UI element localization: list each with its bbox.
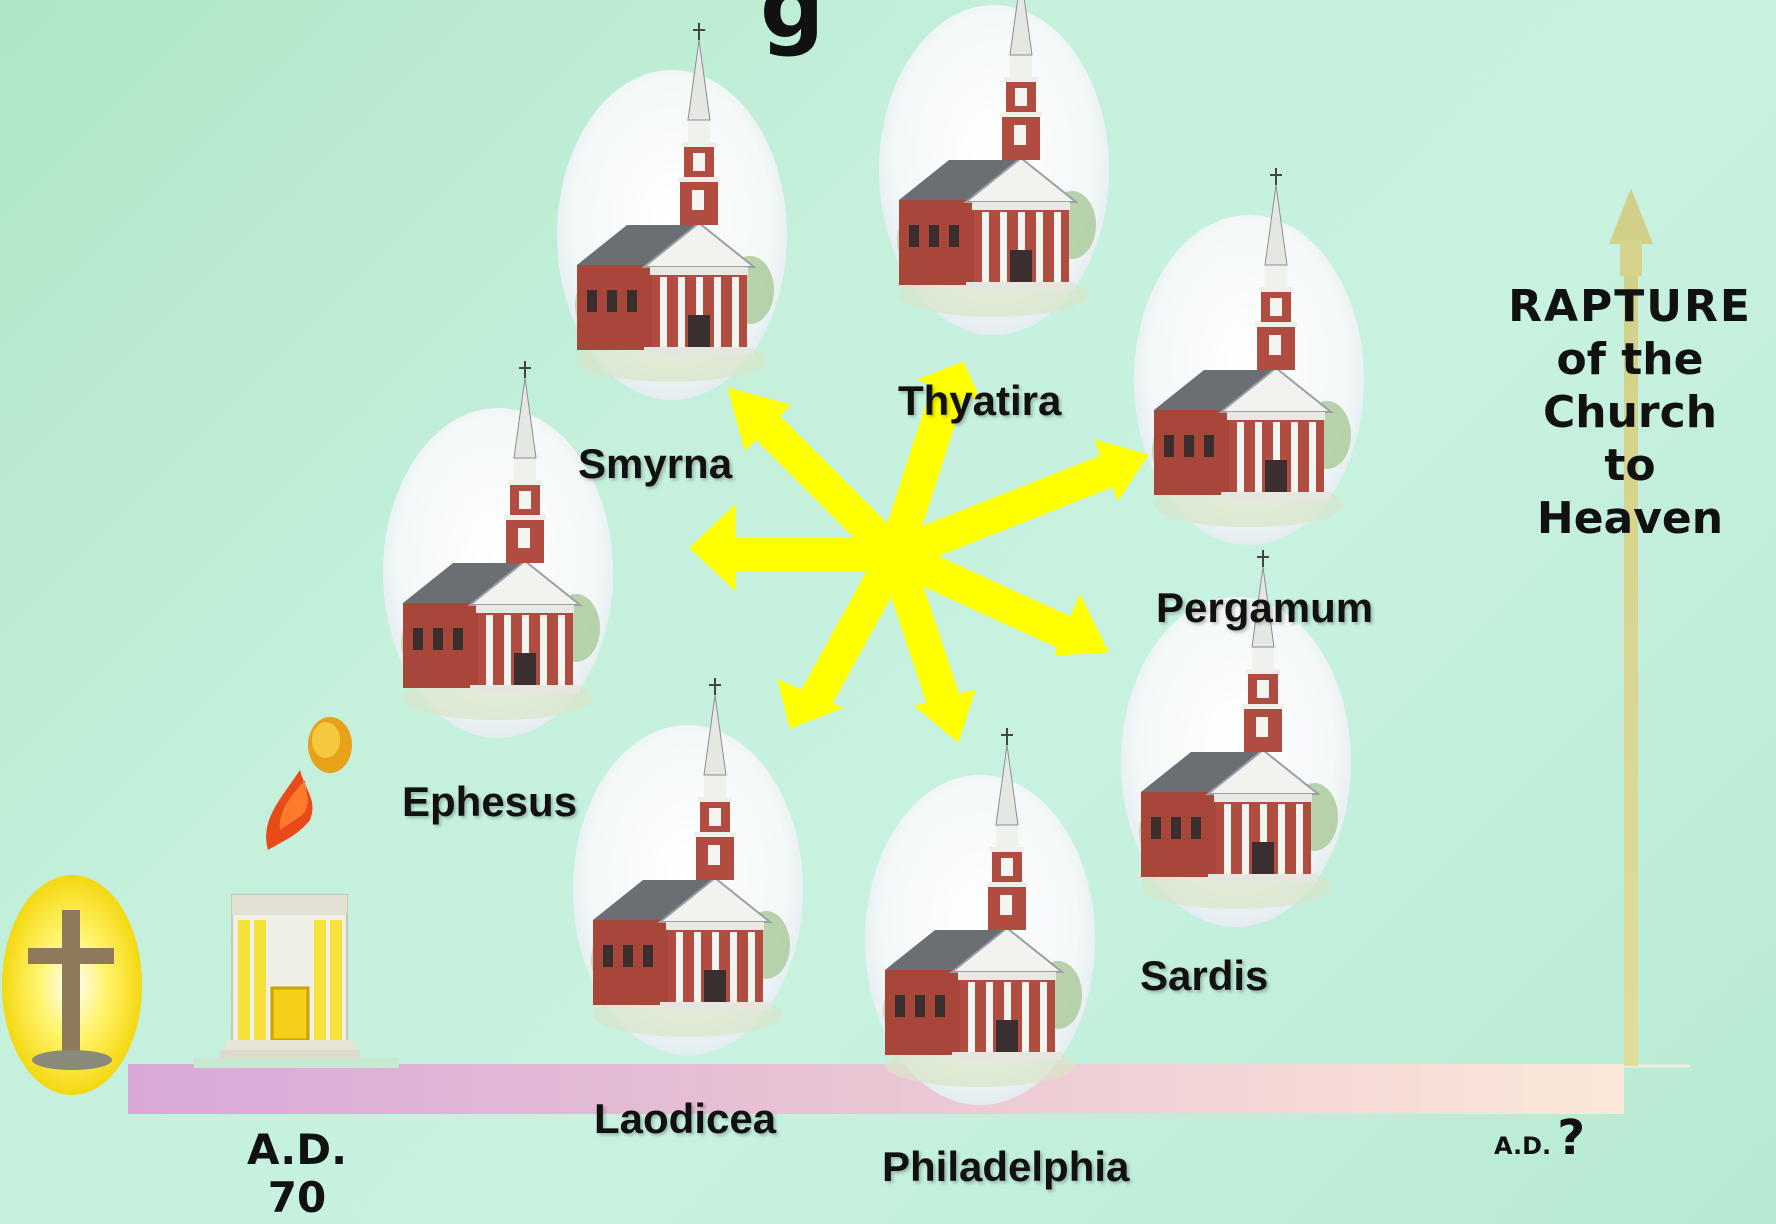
title-fragment: g	[760, 0, 824, 59]
rapture-line-2: of the	[1480, 333, 1776, 386]
church-icon-thyatira	[879, 0, 1109, 335]
timeline-end-label: A.D.?	[1494, 1110, 1585, 1166]
timeline-end-mark: ?	[1557, 1110, 1585, 1166]
temple-icon	[194, 895, 399, 1068]
church-label-philadelphia: Philadelphia	[882, 1143, 1129, 1191]
rapture-line-4: to	[1480, 439, 1776, 492]
fire-icon	[266, 717, 352, 850]
church-icon-laodicea	[573, 678, 803, 1055]
church-label-ephesus: Ephesus	[402, 778, 577, 826]
church-label-thyatira: Thyatira	[898, 377, 1061, 425]
timeline-start-era: A.D.	[232, 1126, 362, 1174]
church-label-pergamum: Pergamum	[1156, 584, 1373, 632]
church-label-sardis: Sardis	[1140, 952, 1268, 1000]
cross-icon	[2, 875, 142, 1095]
timeline-bar	[128, 1064, 1624, 1114]
church-label-laodicea: Laodicea	[594, 1095, 776, 1143]
church-icon-philadelphia	[865, 728, 1095, 1105]
church-icon-ephesus	[383, 361, 613, 738]
rapture-line-3: Church	[1480, 386, 1776, 439]
timeline-end-era: A.D.	[1494, 1132, 1551, 1160]
rapture-line-1: RAPTURE	[1480, 280, 1776, 333]
church-icon-smyrna	[557, 23, 787, 400]
church-label-smyrna: Smyrna	[578, 440, 732, 488]
timeline-start-label: A.D. 70	[232, 1126, 362, 1222]
rapture-line-5: Heaven	[1480, 492, 1776, 545]
timeline-start-year: 70	[232, 1174, 362, 1222]
rapture-label: RAPTURE of the Church to Heaven	[1480, 280, 1776, 545]
church-icon-pergamum	[1134, 168, 1364, 545]
